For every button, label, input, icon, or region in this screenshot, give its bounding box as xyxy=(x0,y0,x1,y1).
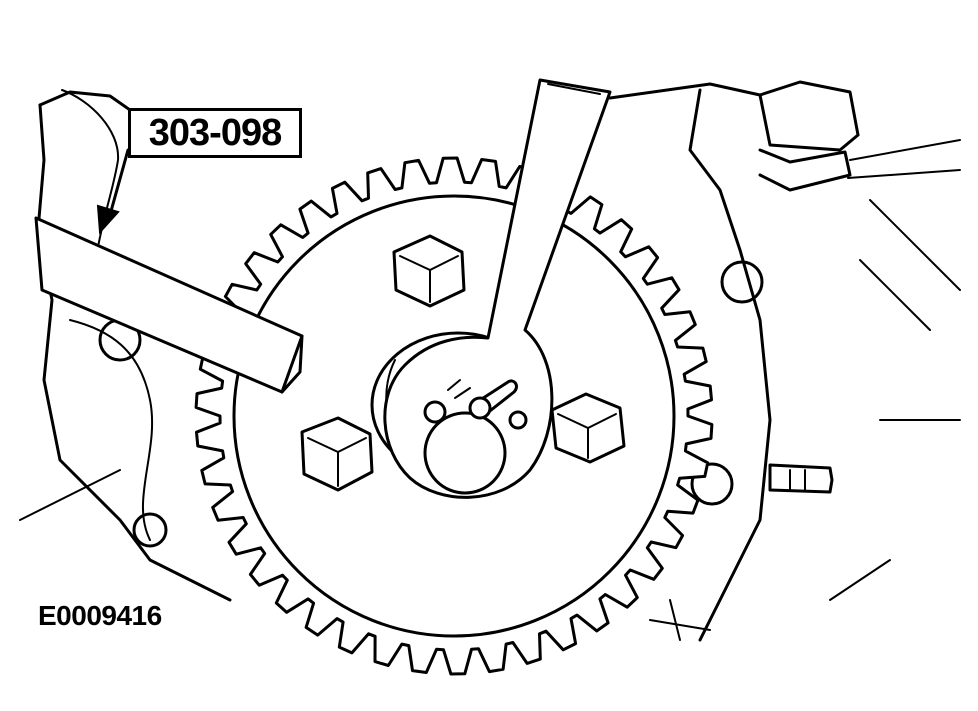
bolt-right xyxy=(550,392,626,464)
arrow-icon xyxy=(96,148,130,235)
tool-callout: 303-098 xyxy=(128,108,302,158)
bolt-left xyxy=(300,416,374,492)
locating-pin xyxy=(468,379,518,420)
locking-tool-bar xyxy=(34,216,304,394)
bolt-top xyxy=(392,234,466,308)
engine-housing xyxy=(19,80,961,642)
figure-id: E0009416 xyxy=(38,600,162,631)
sprocket-bolts xyxy=(300,234,626,492)
holding-wrench xyxy=(383,78,612,499)
